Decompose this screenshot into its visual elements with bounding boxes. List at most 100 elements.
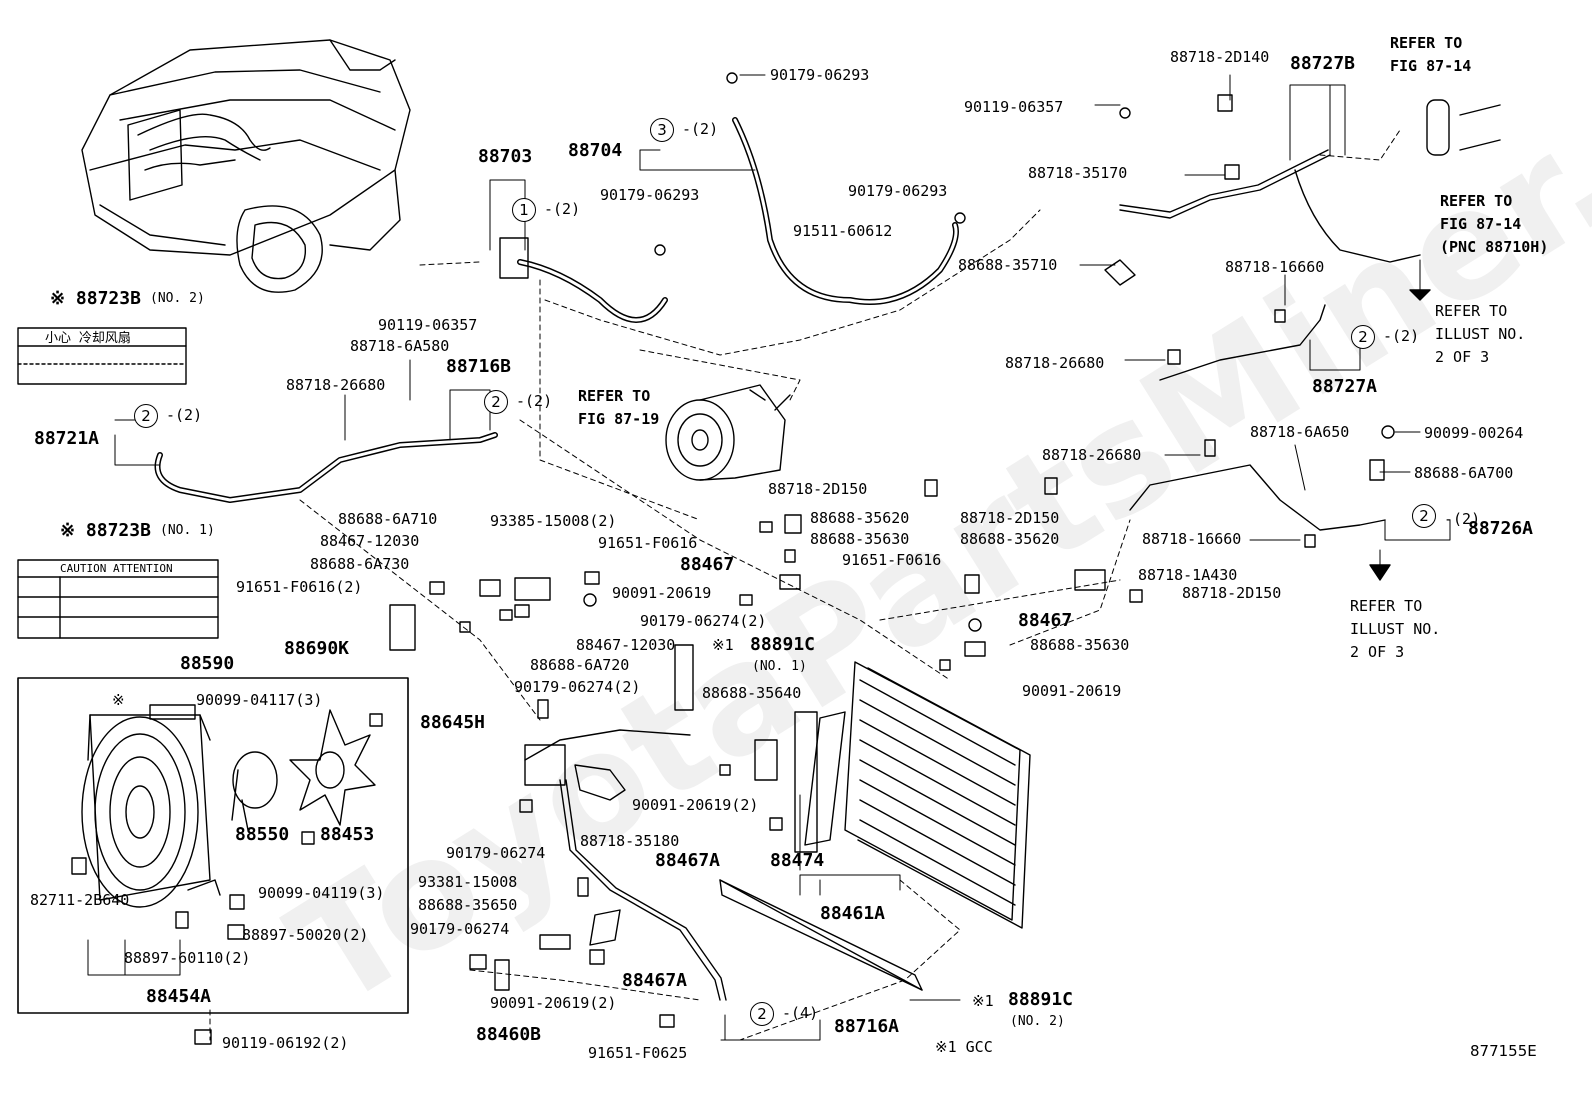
label-88718-26680-mid: 88718-26680 bbox=[1042, 446, 1142, 464]
label-88467-a: 88467 bbox=[680, 554, 735, 575]
label-88718-2D150-c: 88718-2D150 bbox=[1182, 584, 1282, 602]
label-90119-06357-top: 90119-06357 bbox=[964, 98, 1064, 116]
label-88727A: 88727A bbox=[1312, 376, 1378, 397]
label-88467-b: 88467 bbox=[1018, 610, 1073, 631]
refer-illust-2of3-a: REFER TO ILLUST NO. 2 OF 3 bbox=[1435, 302, 1526, 366]
callout-2-c-qty: -(2) bbox=[1383, 327, 1420, 345]
label-90179-06274-2a: 90179-06274(2) bbox=[640, 612, 767, 630]
label-88723B-no1-sub: (NO. 1) bbox=[160, 523, 215, 538]
label-82711-2B640: 82711-2B640 bbox=[30, 891, 130, 909]
label-88718-6A650: 88718-6A650 bbox=[1250, 423, 1350, 441]
label-88688-35630-a: 88688-35630 bbox=[810, 530, 910, 548]
label-88461A: 88461A bbox=[820, 903, 886, 924]
label-88467-12030-b: 88467-12030 bbox=[576, 636, 676, 654]
warning-no1-text: CAUTION ATTENTION bbox=[60, 562, 173, 575]
label-88690K: 88690K bbox=[284, 638, 350, 659]
label-88718-1A430: 88718-1A430 bbox=[1138, 566, 1238, 584]
label-88460B: 88460B bbox=[476, 1024, 542, 1045]
label-93381-15008: 93381-15008 bbox=[418, 873, 518, 891]
label-88688-35620-a: 88688-35620 bbox=[810, 509, 910, 527]
label-88723B-no2: ※ 88723B bbox=[50, 288, 141, 309]
label-88718-26680-left: 88718-26680 bbox=[286, 376, 386, 394]
label-90179-06274-2b: 90179-06274(2) bbox=[514, 678, 641, 696]
label-91511-60612: 91511-60612 bbox=[793, 222, 893, 240]
label-88645H: 88645H bbox=[420, 712, 486, 733]
callout-2-e-qty: -(4) bbox=[782, 1004, 819, 1022]
label-90179-06293-b: 90179-06293 bbox=[848, 182, 948, 200]
label-88688-35630-b: 88688-35630 bbox=[1030, 636, 1130, 654]
label-88718-2D140: 88718-2D140 bbox=[1170, 48, 1270, 66]
fittings bbox=[194, 72, 1501, 1045]
callout-3-qty: -(2) bbox=[682, 120, 719, 138]
label-90099-04119: 90099-04119(3) bbox=[258, 884, 385, 902]
label-88688-6A730: 88688-6A730 bbox=[310, 555, 410, 573]
label-91651-F0625: 91651-F0625 bbox=[588, 1044, 688, 1062]
label-88721A: 88721A bbox=[34, 428, 100, 449]
condenser bbox=[719, 661, 1031, 991]
label-88467A-a: 88467A bbox=[655, 850, 721, 871]
label-90179-06293-a: 90179-06293 bbox=[600, 186, 700, 204]
label-90179-06274-a: 90179-06274 bbox=[446, 844, 546, 862]
label-88718-26680-right: 88718-26680 bbox=[1005, 354, 1105, 372]
label-88467A-b: 88467A bbox=[622, 970, 688, 991]
callout-2-a: 2 bbox=[134, 404, 158, 428]
compressor bbox=[665, 384, 791, 481]
label-88688-35620-b: 88688-35620 bbox=[960, 530, 1060, 548]
label-88726A: 88726A bbox=[1468, 518, 1534, 539]
callout-3: 3 bbox=[650, 118, 674, 142]
label-88688-6A720: 88688-6A720 bbox=[530, 656, 630, 674]
callout-1-qty: -(2) bbox=[544, 200, 581, 218]
refer-fig-87-19: REFER TO FIG 87-19 bbox=[578, 387, 660, 428]
arrows bbox=[1369, 289, 1431, 581]
refer-fig-87-14-top: REFER TO FIG 87-14 bbox=[1390, 34, 1472, 75]
label-88718-6A580: 88718-6A580 bbox=[350, 337, 450, 355]
label-88454A: 88454A bbox=[146, 986, 212, 1007]
callout-2-c: 2 bbox=[1351, 325, 1375, 349]
refer-fig-87-14-bottom: REFER TO FIG 87-14 (PNC 88710H) bbox=[1440, 192, 1549, 256]
label-91651-F0616-b: 91651-F0616 bbox=[842, 551, 942, 569]
label-88474: 88474 bbox=[770, 850, 825, 871]
label-90179-06293-top: 90179-06293 bbox=[770, 66, 870, 84]
hoses bbox=[154, 117, 1421, 1001]
label-90099-04117: 90099-04117(3) bbox=[196, 691, 323, 709]
label-90091-20619-2a: 90091-20619(2) bbox=[632, 796, 759, 814]
fan-assembly-box bbox=[17, 677, 409, 1014]
callout-2-b: 2 bbox=[484, 390, 508, 414]
warning-label-no1 bbox=[17, 559, 219, 639]
label-90119-06357-left: 90119-06357 bbox=[378, 316, 478, 334]
label-88718-35180: 88718-35180 bbox=[580, 832, 680, 850]
callout-2-d-qty: -(2) bbox=[1444, 510, 1481, 528]
label-88467-12030-a: 88467-12030 bbox=[320, 532, 420, 550]
callout-1: 1 bbox=[512, 198, 536, 222]
label-88723B-no2-sub: (NO. 2) bbox=[150, 291, 205, 306]
label-88718-35170: 88718-35170 bbox=[1028, 164, 1128, 182]
label-91651-F0616-a: 91651-F0616 bbox=[598, 534, 698, 552]
callout-2-a-qty: -(2) bbox=[166, 406, 203, 424]
label-90091-20619-2b: 90091-20619(2) bbox=[490, 994, 617, 1012]
label-88718-2D150-a: 88718-2D150 bbox=[768, 480, 868, 498]
label-90179-06274-b: 90179-06274 bbox=[410, 920, 510, 938]
label-90091-20619-a: 90091-20619 bbox=[612, 584, 712, 602]
warning-no2-text: 小心 冷却风扇 bbox=[45, 331, 131, 346]
label-88891C-no2-sub: (NO. 2) bbox=[1010, 1014, 1065, 1029]
vehicle-sketch bbox=[81, 39, 411, 293]
label-90091-20619-b: 90091-20619 bbox=[1022, 682, 1122, 700]
label-91651-F0616-2: 91651-F0616(2) bbox=[236, 578, 363, 596]
figure-id: 877155E bbox=[1470, 1042, 1537, 1060]
label-88718-2D150-b: 88718-2D150 bbox=[960, 509, 1060, 527]
refer-illust-2of3-b: REFER TO ILLUST NO. 2 OF 3 bbox=[1350, 597, 1441, 661]
label-88688-35650: 88688-35650 bbox=[418, 896, 518, 914]
label-88688-6A700: 88688-6A700 bbox=[1414, 464, 1514, 482]
label-88891C-no1-mark: ※1 bbox=[712, 636, 734, 654]
label-88891C-no2-mark: ※1 bbox=[972, 992, 994, 1010]
label-88703: 88703 bbox=[478, 146, 533, 167]
callout-2-d: 2 bbox=[1412, 504, 1436, 528]
label-88590: 88590 bbox=[180, 653, 235, 674]
label-88897-60110: 88897-60110(2) bbox=[124, 949, 251, 967]
label-88897-50020: 88897-50020(2) bbox=[242, 926, 369, 944]
label-93385-15008: 93385-15008(2) bbox=[490, 512, 617, 530]
footnote-gcc: ※1 GCC bbox=[935, 1038, 993, 1056]
callout-2-e: 2 bbox=[750, 1002, 774, 1026]
label-88453: 88453 bbox=[320, 824, 375, 845]
warning-label-no2 bbox=[17, 327, 187, 385]
